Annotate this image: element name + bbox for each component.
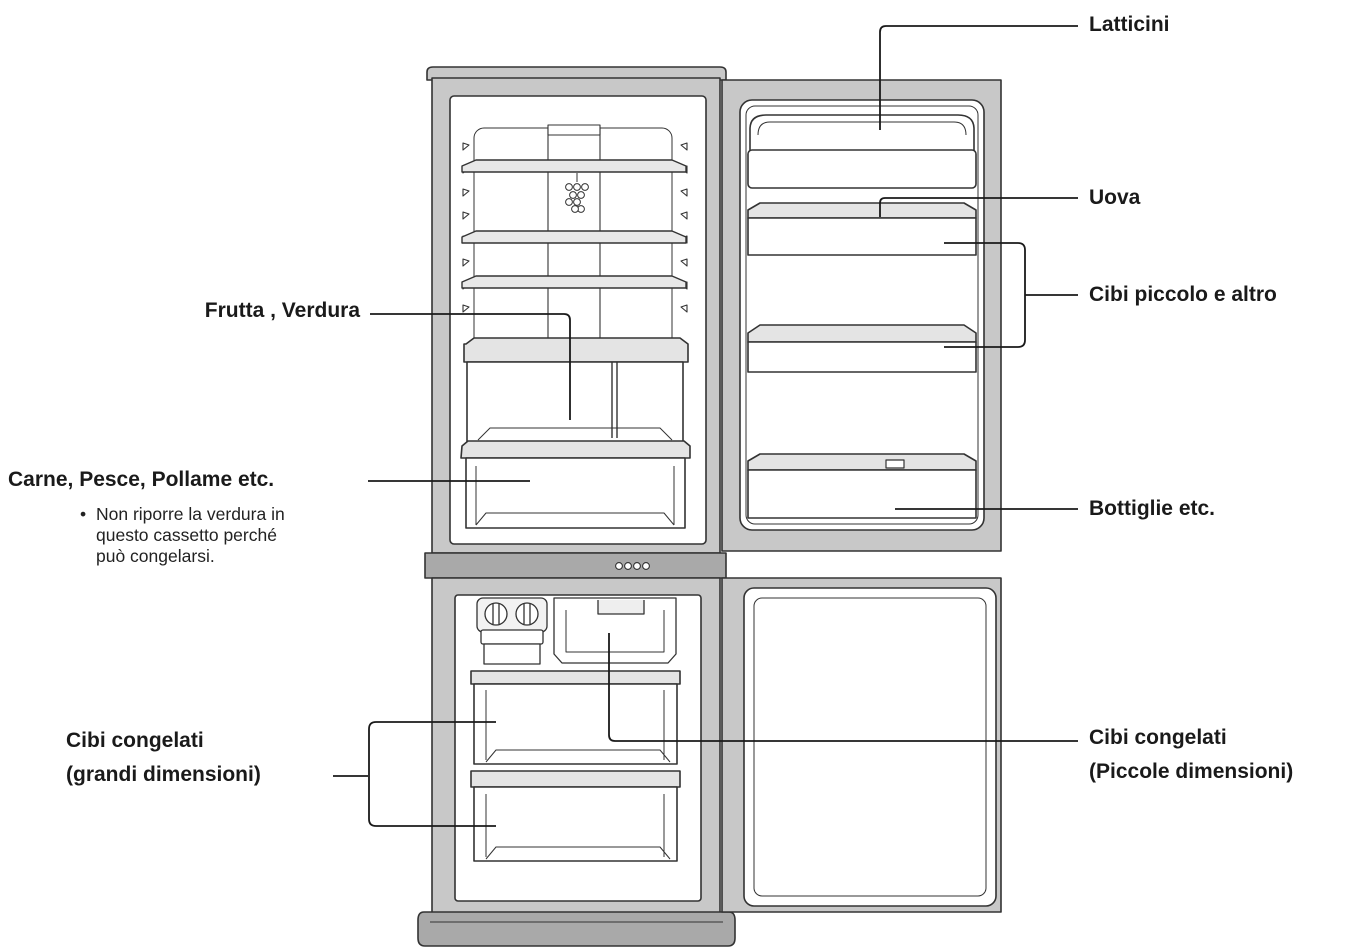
label-congelati-piccole: Cibi congelati (Piccole dimensioni) — [1089, 721, 1293, 789]
dairy-compartment — [747, 114, 977, 189]
note-warning: • Non riporre la verdura in questo casse… — [80, 504, 285, 567]
label-congelati-grandi-line-1: Cibi congelati — [66, 729, 204, 752]
label-latticini: Latticini — [1089, 13, 1170, 36]
crisper-drawer — [463, 337, 689, 443]
note-line-2: questo cassetto perché — [96, 525, 277, 545]
leader-congelati-piccole — [608, 633, 1078, 742]
ice-tray — [476, 597, 548, 665]
label-congelati-grandi-line-2: (grandi dimensioni) — [66, 763, 261, 786]
label-carne-pesce: Carne, Pesce, Pollame etc. — [8, 468, 275, 491]
small-freezer-basket — [553, 597, 677, 664]
label-uova: Uova — [1089, 186, 1141, 209]
cabinet-top-cap — [426, 66, 727, 81]
freezer-drawer-upper — [470, 670, 681, 765]
note-bullet: • — [80, 504, 87, 524]
label-congelati-piccole-line-2: (Piccole dimensioni) — [1089, 760, 1294, 783]
label-cibi-piccolo: Cibi piccolo e altro — [1089, 283, 1277, 306]
leader-congelati-grandi — [333, 721, 496, 827]
label-frutta-verdura: Frutta , Verdura — [204, 299, 360, 322]
chilled-drawer — [460, 440, 691, 529]
cabinet-base — [417, 911, 736, 947]
note-line-3: può congelarsi. — [96, 546, 215, 566]
glass-shelves — [461, 159, 687, 289]
freezer-drawer-lower — [470, 770, 681, 862]
door-shelf-middle — [747, 324, 977, 373]
vent-icon — [565, 173, 589, 213]
bottle-shelf — [747, 453, 977, 519]
note-line-1: Non riporre la verdura in — [96, 504, 285, 524]
leader-uova — [879, 197, 1078, 217]
leader-latticini — [879, 25, 1078, 130]
leader-lines — [333, 25, 1078, 827]
freezer-door — [721, 577, 1002, 913]
egg-shelf — [747, 202, 977, 256]
label-congelati-grandi: Cibi congelati (grandi dimensioni) — [66, 724, 261, 792]
label-congelati-piccole-line-1: Cibi congelati — [1089, 726, 1227, 749]
leader-cibi-piccolo — [944, 242, 1078, 348]
control-panel — [424, 552, 727, 579]
label-bottiglie: Bottiglie etc. — [1089, 497, 1216, 520]
leader-frutta — [370, 313, 571, 420]
